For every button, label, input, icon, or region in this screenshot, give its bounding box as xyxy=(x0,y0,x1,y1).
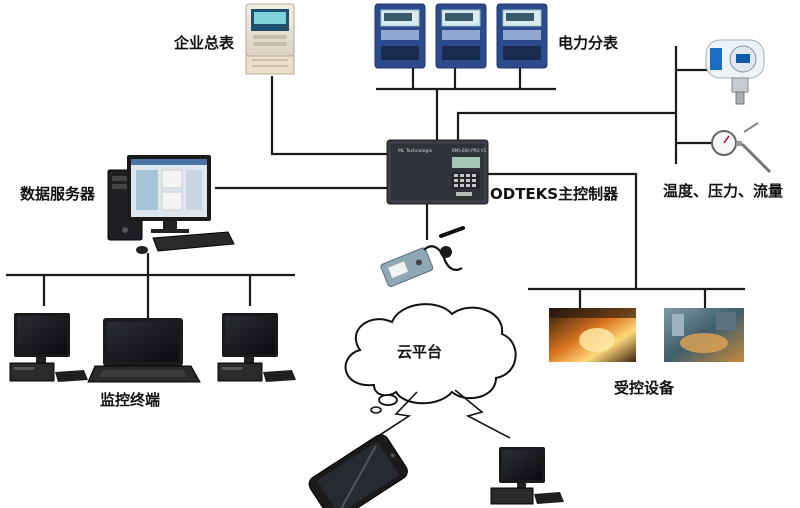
controller-brand-text: ML Technologie xyxy=(398,148,433,154)
controller-icon: ML Technologie BMS-800-PRO V1 xyxy=(386,139,489,205)
power-submeter-icon xyxy=(374,3,548,69)
data-server-icon xyxy=(107,155,235,254)
cloud-icon xyxy=(344,303,517,414)
wiring xyxy=(6,46,745,318)
monitor-terminal-right-icon xyxy=(217,313,296,382)
cloud-pc-icon xyxy=(490,447,564,505)
wireless-modem-icon xyxy=(380,226,465,287)
smartphone-icon xyxy=(308,434,408,508)
pressure-transmitter-icon xyxy=(705,39,765,105)
wireless-link-pc xyxy=(454,389,511,439)
controller-to-equipment xyxy=(488,172,638,289)
furnace-photo-icon xyxy=(549,308,636,362)
cloud-platform-label: 云平台 xyxy=(397,343,443,361)
data-server-label: 数据服务器 xyxy=(20,185,96,203)
thermometer-icon xyxy=(711,122,772,174)
industrial-machine-photo-icon xyxy=(664,308,744,362)
sensors-label: 温度、压力、流量 xyxy=(663,182,784,200)
enterprise-meter-label: 企业总表 xyxy=(174,34,235,52)
monitor-terminal-left-icon xyxy=(9,313,88,382)
laptop-icon xyxy=(87,318,201,383)
controller-label: ODTEKS主控制器 xyxy=(490,185,619,203)
power-submeter-label: 电力分表 xyxy=(558,34,619,52)
controller-to-sensors xyxy=(456,111,676,140)
controlled-equipment-label: 受控设备 xyxy=(614,379,675,397)
enterprise-meter-to-controller xyxy=(270,76,387,156)
controller-model-text: BMS-800-PRO V1 xyxy=(452,148,487,153)
monitor-terminal-label: 监控终端 xyxy=(100,391,161,409)
enterprise-meter-icon xyxy=(245,3,295,75)
wireless-link-phone xyxy=(362,391,418,447)
